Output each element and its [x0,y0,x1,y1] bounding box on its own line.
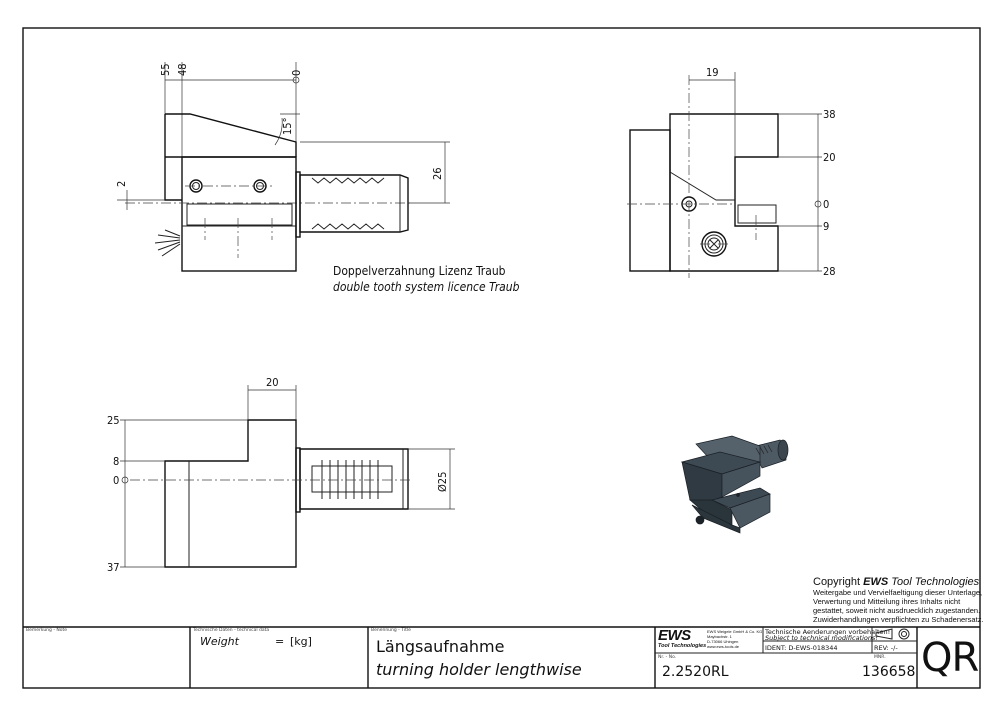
changes-de: Technische Aenderungen vorbehalten! [765,628,891,636]
part-number: 2.2520RL [662,664,729,680]
dim-26: 26 [431,167,444,180]
dim-28: 28 [823,265,836,278]
dim-0: 0 [113,474,119,487]
title-de: Längsaufnahme [376,637,505,656]
copyright-line: Weitergabe und Vervielfaeltigung dieser … [813,588,983,597]
code-qr: QR [921,635,979,681]
ews-logo: EWS Tool Technologies [658,627,707,649]
side-view: 55 48 0 15° 26 2 Doppelverzahnung Lizenz… [115,62,520,294]
copyright-prefix: Copyright [813,576,864,588]
ident: IDENT: D-EWS-018344 [765,644,838,652]
note-en: double tooth system licence Traub [333,280,520,294]
dim-0: 0 [290,70,303,76]
copyright-line: gestattet, soweit nicht ausdruecklich zu… [813,606,981,615]
dim-25: 25 [107,414,120,427]
copyright-line: Verwertung und Mitteilung ihres Inhalts … [813,597,961,606]
dim-diameter-25: Ø25 [436,472,449,492]
dim-0: 0 [823,198,829,211]
copyright-block: Copyright EWS Tool Technologies Weiterga… [813,576,984,624]
copyright-brand: EWS [863,576,889,588]
copyright-suffix: Tool Technologies [888,576,980,588]
logo-sub: Tool Technologies [658,643,707,649]
weight-label: Weight [200,635,239,648]
dim-55: 55 [159,63,172,76]
company-line: EWS Weigele GmbH & Co. KG [707,629,763,634]
logo-text: EWS [658,627,691,644]
dim-38: 38 [823,108,836,121]
top-view: 20 25 8 0 37 Ø25 [107,376,455,574]
weight-unit: [kg] [290,635,312,648]
projection-symbol-icon [875,628,910,640]
title-label: Benennung - Title [371,628,411,633]
company-line: Maybachstr. 1 [707,634,732,639]
dim-2: 2 [115,181,128,187]
isometric-render [680,435,789,534]
company-line: D-73066 Uhingen [707,639,739,644]
dim-8: 8 [113,455,119,468]
dim-20: 20 [266,376,279,389]
title-en: turning holder lengthwise [376,660,582,679]
note-de: Doppelverzahnung Lizenz Traub [333,264,506,278]
dim-20: 20 [823,151,836,164]
dim-48: 48 [176,63,189,76]
company-address: EWS Weigele GmbH & Co. KG Maybachstr. 1 … [707,629,762,649]
mnr-number: 136658 [862,664,916,680]
dim-19: 19 [706,66,719,79]
end-view: 19 38 20 0 9 28 [627,66,836,278]
weight-eq: = [275,635,285,648]
copyright-line: Zuwiderhandlungen verpflichten zu Schade… [813,615,984,624]
rev: REV: -/- [874,644,898,652]
nr-label: Nr. - No. [658,655,677,660]
changes-en: Subject to technical modifications! [765,634,878,642]
note-label: Bemerkung - Note [26,628,68,633]
title-block-lines [23,626,980,688]
company-line: www.ews-tools.de [707,644,740,649]
dim-37: 37 [107,561,120,574]
drawing-frame [22,27,981,689]
dim-15deg: 15° [281,117,294,135]
dim-9: 9 [823,220,829,233]
tech-data-label: Technische Daten - technical data [193,628,270,633]
copyright-title: Copyright EWS Tool Technologies [813,576,984,588]
mnr-label: MNR. [874,655,886,660]
